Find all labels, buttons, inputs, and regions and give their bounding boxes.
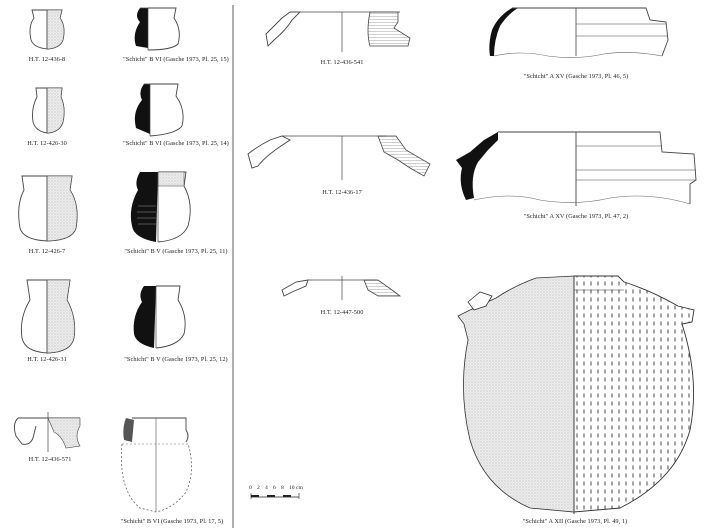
vessel-ht-12-436-8 [29,9,65,50]
vessel-ht-12-426-30 [32,87,65,134]
vessel-ht-12-426-31 [20,279,76,354]
scale-bar [250,493,300,499]
vessel-ht-12-426-7 [18,175,78,242]
caption-schicht-b-vi-25-15: "Schicht" B VI (Gasche 1973, Pl. 25, 15) [123,56,229,63]
caption-schicht-a-xv-47-2: "Schicht" A XV (Gasche 1973, Pl. 47, 2) [523,213,629,220]
vessel-schicht-b-vi-25-15 [134,7,180,51]
vessel-schicht-b-vi-17-5 [121,417,192,513]
caption-schicht-a-xii-49-1: "Schicht" A XII (Gasche 1973, Pl. 49, 1) [522,518,628,525]
vessel-schicht-a-xv-46-5 [489,7,669,58]
scale-tick-4: 4 [265,485,268,491]
caption-schicht-b-v-25-11: "Schicht" B V (Gasche 1973, Pl. 25, 11) [124,248,228,255]
vessel-schicht-a-xv-47-2 [456,131,697,206]
caption-schicht-a-xv-46-5: "Schicht" A XV (Gasche 1973, Pl. 46, 5) [523,73,629,80]
caption-ht-12-436-541: H.T. 12-436-541 [320,59,364,66]
scale-tick-0: 0 [249,485,252,491]
scale-tick-6: 6 [273,485,276,491]
caption-ht-12-436-8: H.T. 12-436-8 [28,56,66,63]
scale-tick-10cm: 10 cm [289,485,303,491]
vessel-ht-12-436-571 [13,412,81,452]
caption-schicht-b-vi-25-14: "Schicht" B VI (Gasche 1973, Pl. 25, 14) [123,140,229,147]
vessel-schicht-b-v-25-11 [130,171,191,243]
vessel-schicht-a-xii-49-1 [457,275,695,514]
caption-ht-12-426-30: H.T. 12-426-30 [27,140,67,147]
caption-ht-12-426-7: H.T. 12-426-7 [28,248,66,255]
caption-ht-12-426-31: H.T. 12-426-31 [27,356,67,363]
caption-schicht-b-vi-17-5: "Schicht" B VI (Gasche 1973, Pl. 17, 5) [120,518,224,525]
caption-ht-12-436-17: H.T. 12-436-17 [322,189,362,196]
caption-schicht-b-v-25-12: "Schicht" B V (Gasche 1973, Pl. 25, 12) [124,356,228,363]
vessel-schicht-b-vi-25-14 [134,83,184,137]
caption-ht-12-447-500: H.T. 12-447-500 [320,309,364,316]
vessel-ht-12-436-541 [265,11,411,52]
scale-tick-2: 2 [257,485,260,491]
vessel-schicht-b-v-25-12 [133,285,186,349]
caption-ht-12-436-571: H.T. 12-436-571 [28,456,72,463]
vessel-ht-12-436-17 [247,135,431,180]
vessel-ht-12-447-500 [281,276,402,300]
scale-tick-8: 8 [281,485,284,491]
